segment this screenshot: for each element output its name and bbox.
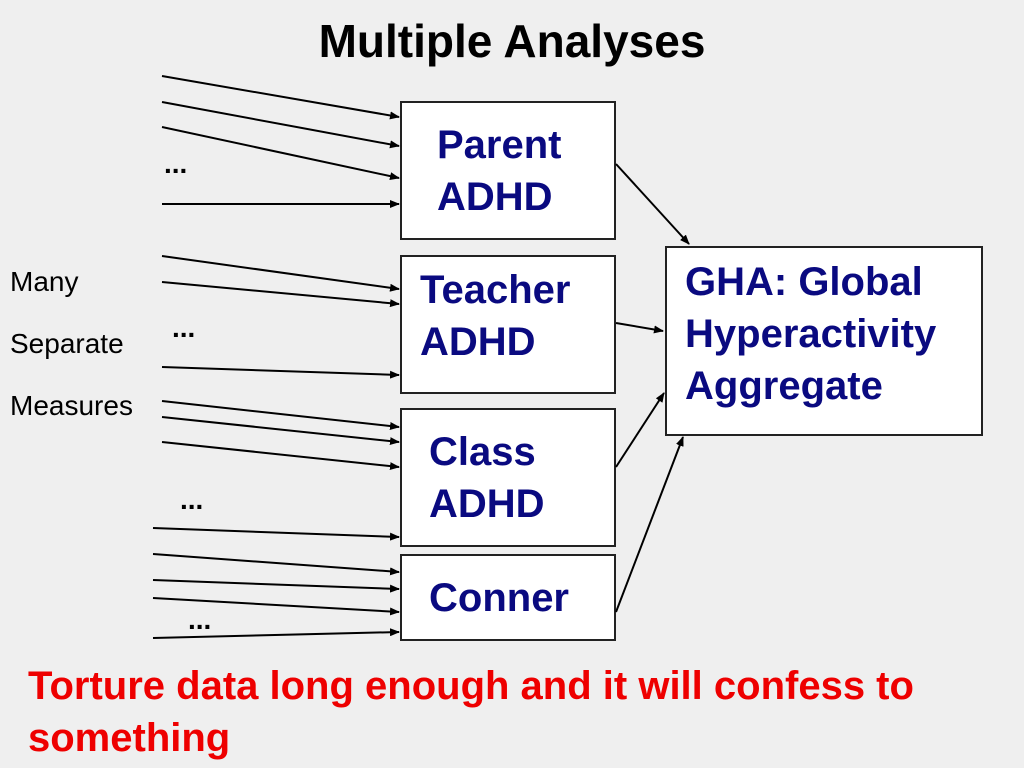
gha-line-2: Hyperactivity (685, 312, 937, 356)
ellipsis-class: ... (180, 484, 204, 515)
output-arrow-teacher (615, 322, 664, 334)
class-line-1: Class (429, 430, 536, 474)
conner-line-1: Conner (429, 576, 569, 620)
gha-line-1: GHA: Global (685, 260, 923, 304)
gha-box (665, 246, 983, 436)
parent-line-1: Parent (437, 123, 562, 167)
input-arrow (161, 75, 400, 120)
ellipsis-teacher: ... (172, 312, 196, 343)
parent-adhd-box (400, 101, 616, 240)
input-arrow (161, 441, 400, 471)
side-label-measures: Measures (10, 390, 133, 421)
output-arrow-conner (615, 436, 684, 613)
caption: Torture data long enough and it will con… (28, 664, 914, 760)
ellipsis-conner: ... (188, 604, 212, 635)
input-arrow (161, 126, 400, 181)
teacher-line-1: Teacher (420, 268, 571, 312)
input-arrow (152, 553, 400, 576)
parent-line-2: ADHD (437, 175, 553, 219)
ellipsis-parent: ... (164, 148, 188, 179)
class-box-label: Class ADHD (429, 426, 545, 530)
class-line-2: ADHD (429, 482, 545, 526)
output-arrow-parent (615, 163, 690, 245)
side-label-separate: Separate (10, 328, 124, 359)
input-arrow (152, 597, 400, 616)
slide-title: Multiple Analyses (318, 15, 706, 67)
output-arrow-class (615, 392, 665, 468)
conner-box-label: Conner (429, 572, 569, 624)
conner-box (400, 554, 616, 641)
teacher-line-2: ADHD (420, 320, 536, 364)
input-arrow (161, 366, 400, 379)
input-arrow (152, 579, 400, 593)
side-label-many: Many (10, 266, 79, 297)
teacher-box-label: Teacher ADHD (420, 264, 570, 368)
parent-box-label: Parent ADHD (437, 119, 562, 223)
input-arrow (152, 527, 400, 541)
input-arrow (161, 416, 400, 446)
teacher-adhd-box (400, 255, 616, 394)
input-arrow (161, 255, 400, 292)
class-adhd-box (400, 408, 616, 547)
gha-line-3: Aggregate (685, 364, 883, 408)
gha-box-label: GHA: Global Hyperactivity Aggregate (685, 256, 936, 412)
input-arrow (161, 281, 400, 308)
input-arrow (161, 400, 400, 430)
input-arrow (161, 101, 400, 149)
input-arrow (152, 628, 400, 639)
